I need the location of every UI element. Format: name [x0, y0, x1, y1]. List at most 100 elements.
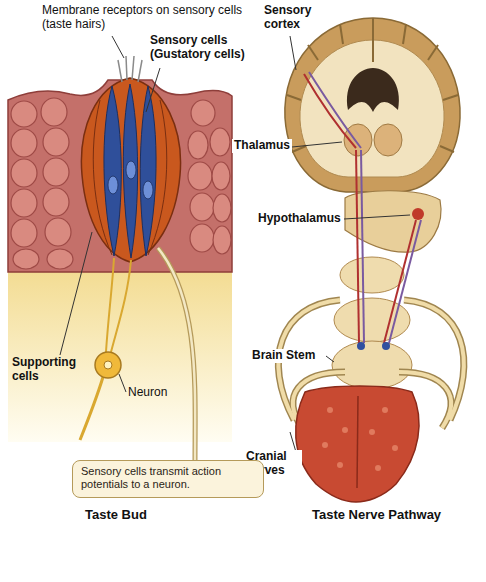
tongue [296, 386, 419, 502]
hair [132, 56, 134, 80]
leader-line [119, 374, 126, 392]
fold [443, 95, 458, 100]
cell [190, 193, 214, 221]
leader-line [326, 356, 334, 362]
papilla [342, 427, 348, 433]
cell [190, 224, 214, 252]
pathway-line [361, 150, 364, 343]
leader-lines [290, 36, 410, 452]
nucleus [143, 181, 153, 199]
leader-line [292, 142, 342, 147]
fold [428, 45, 438, 60]
leader-line [146, 68, 160, 112]
nucleus-dot [382, 342, 390, 350]
cell [11, 101, 37, 127]
leader-lines [60, 36, 160, 392]
part-label: Hypothalamus [258, 212, 341, 226]
pathway-line [356, 150, 359, 343]
neuron-nucleus [104, 361, 112, 369]
cell [188, 131, 208, 159]
cell [11, 189, 37, 217]
cell [212, 162, 230, 190]
gustatory-cell [123, 84, 137, 258]
medulla [332, 341, 412, 389]
fold [403, 24, 406, 44]
hair [126, 56, 127, 80]
cell [11, 219, 37, 247]
gustatory-cells [104, 84, 156, 258]
cell [13, 249, 39, 269]
nucleus [126, 161, 136, 179]
cell [188, 162, 212, 190]
papilla [337, 462, 343, 468]
cell [11, 129, 37, 157]
fold [440, 146, 454, 152]
pathway-line [309, 72, 361, 148]
connective-tissue [8, 270, 232, 442]
thalamus [374, 124, 402, 156]
brain-cortex [285, 18, 460, 192]
part-label: Taste Nerve Pathway [312, 508, 441, 523]
cell [191, 100, 215, 126]
taste-pathway [304, 72, 421, 343]
part-label: Thalamus [232, 139, 292, 153]
fold [287, 95, 301, 100]
cell [213, 226, 231, 254]
papillae [322, 407, 398, 471]
leader-line [344, 215, 410, 219]
leader-line [112, 36, 124, 58]
cell [11, 159, 37, 187]
papilla [392, 445, 398, 451]
leader-line [290, 36, 296, 70]
cell [43, 158, 69, 186]
part-label: Supporting cells [12, 356, 92, 384]
fold [340, 24, 343, 44]
cell [210, 128, 230, 156]
papilla [327, 407, 333, 413]
papilla [322, 442, 328, 448]
pathway-line [304, 74, 356, 148]
cell [43, 128, 69, 156]
cell [43, 188, 69, 216]
part-label: Taste Bud [85, 508, 147, 523]
callout-pointer [158, 248, 195, 460]
callout-pointer [158, 248, 195, 460]
leader-line [290, 432, 296, 452]
midbrain [340, 257, 404, 293]
leader-line [60, 232, 92, 355]
cell [41, 98, 67, 126]
nucleus [108, 176, 118, 194]
cell [213, 194, 231, 222]
fiber [106, 258, 114, 352]
pathway-line [389, 220, 421, 343]
cell [45, 218, 71, 246]
hypothalamus-section [345, 191, 441, 252]
taste-bud [81, 78, 180, 262]
neuron-body [95, 352, 121, 378]
callout-box: Sensory cells transmit action potentials… [72, 460, 264, 498]
axon [80, 377, 103, 440]
papilla [369, 429, 375, 435]
part-label: Membrane receptors on sensory cells (tas… [42, 4, 267, 32]
fiber [111, 260, 131, 352]
tongue-groove [357, 396, 358, 488]
fold [308, 45, 318, 60]
fissure [372, 18, 374, 62]
nuclei [108, 161, 153, 199]
ventricles [347, 68, 399, 112]
callout-text: Sensory cells transmit action potentials… [81, 465, 255, 491]
gustatory-cell [140, 86, 156, 256]
nucleus-dot [357, 342, 365, 350]
hair [118, 60, 122, 82]
part-label: Neuron [128, 386, 167, 400]
part-label: Brain Stem [250, 349, 317, 363]
pathway-line [384, 220, 416, 343]
gustatory-cell [104, 86, 121, 256]
cell [47, 249, 73, 269]
taste-hairs [118, 56, 142, 82]
nerve-fibers [80, 258, 131, 440]
brain-folds [287, 18, 458, 152]
part-label: Sensory cells (Gustatory cells) [150, 34, 268, 62]
papilla [382, 407, 388, 413]
